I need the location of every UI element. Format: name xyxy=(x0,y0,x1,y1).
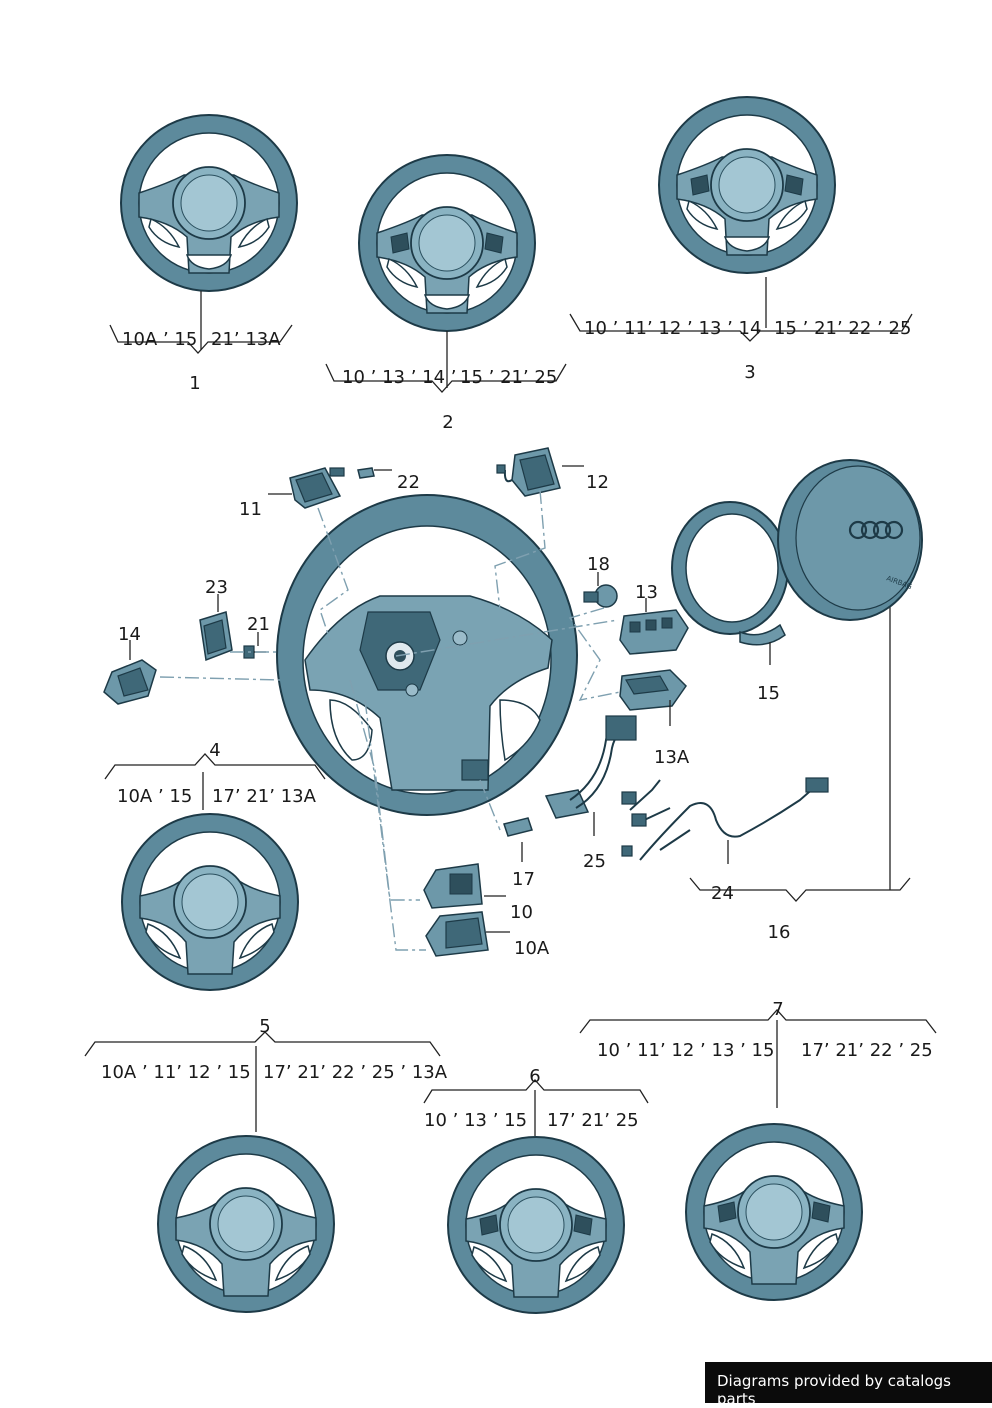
label-25: 25 xyxy=(583,851,606,872)
switch-10 xyxy=(423,863,483,909)
group-2-left: 10 ’ 13 ’ 14 ’ xyxy=(342,367,457,388)
airbag-module-16: AIRBAG xyxy=(777,459,923,621)
group-3-left: 10 ’ 11’ 12 ’ 13 ’ 14 xyxy=(584,318,761,339)
group-1-left: 10A ’ 15 xyxy=(122,329,197,350)
wheel-1 xyxy=(120,114,298,292)
group-7-number: 7 xyxy=(772,999,783,1020)
label-23: 23 xyxy=(205,577,228,598)
clip-23 xyxy=(199,611,233,662)
label-13A: 13A xyxy=(654,747,690,768)
label-12: 12 xyxy=(586,472,609,493)
cover-17 xyxy=(503,817,533,837)
assembly-lines xyxy=(159,489,621,951)
group-4-right: 17’ 21’ 13A xyxy=(212,786,317,807)
label-11: 11 xyxy=(239,499,262,520)
label-14: 14 xyxy=(118,624,141,645)
airbag-frame-15 xyxy=(671,501,789,665)
label-15: 15 xyxy=(757,683,780,704)
group-5-number: 5 xyxy=(259,1016,270,1037)
ribbon-25 xyxy=(544,715,637,819)
label-21: 21 xyxy=(247,614,270,635)
part-leaders xyxy=(129,465,671,933)
screw-22 xyxy=(357,467,392,479)
label-10: 10 xyxy=(510,902,533,923)
label-22: 22 xyxy=(397,472,420,493)
wheel-7 xyxy=(685,1123,863,1301)
label-17: 17 xyxy=(512,869,535,890)
group-6-left: 10 ’ 13 ’ 15 xyxy=(424,1110,527,1131)
group-4-left: 10A ’ 15 xyxy=(117,786,192,807)
four-rings-logo xyxy=(848,520,904,540)
group-16-number: 16 xyxy=(768,922,791,943)
wheel-5 xyxy=(157,1135,335,1313)
group-5-left: 10A ’ 11’ 12 ’ 15 xyxy=(101,1062,251,1083)
wheel-4 xyxy=(121,813,299,991)
group-3-right: 15 ’ 21’ 22 ’ 25 xyxy=(774,318,911,339)
label-13: 13 xyxy=(635,582,658,603)
label-10A: 10A xyxy=(514,938,550,959)
switch-11 xyxy=(289,467,345,509)
harness-24 xyxy=(621,777,829,864)
wheel-3 xyxy=(658,96,836,274)
group-7-right: 17’ 21’ 22 ’ 25 xyxy=(801,1040,933,1061)
switch-10A xyxy=(425,911,489,957)
group-1-number: 1 xyxy=(189,373,200,394)
group-brackets xyxy=(84,277,937,1136)
group-2-right: 15 ’ 21’ 25 xyxy=(460,367,557,388)
group-3-number: 3 xyxy=(744,362,755,383)
group-6-number: 6 xyxy=(529,1066,540,1087)
wheel-2 xyxy=(358,154,536,332)
footer-credit: Diagrams provided by catalogs parts xyxy=(705,1362,992,1408)
screw-18 xyxy=(583,584,618,608)
exploded-wheel xyxy=(276,494,578,816)
group-labels: 1 10A ’ 15 21’ 13A 2 10 ’ 13 ’ 14 ’ 15 ’… xyxy=(101,318,933,1131)
label-18: 18 xyxy=(587,554,610,575)
group-6-right: 17’ 21’ 25 xyxy=(547,1110,639,1131)
switch-13A xyxy=(619,669,687,711)
group-5-right: 17’ 21’ 22 ’ 25 ’ 13A xyxy=(263,1062,448,1083)
part-labels: 11 22 12 18 13 23 21 14 15 13A 17 25 10 … xyxy=(118,472,780,959)
group-2-number: 2 xyxy=(442,412,453,433)
switch-13 xyxy=(619,609,689,655)
group-7-left: 10 ’ 11’ 12 ’ 13 ’ 15 xyxy=(597,1040,774,1061)
switch-12 xyxy=(496,447,561,497)
group-4-number: 4 xyxy=(209,740,220,761)
wheel-6 xyxy=(447,1136,625,1314)
key-14 xyxy=(103,659,157,705)
group-1-right: 21’ 13A xyxy=(211,329,281,350)
group-16-sub: 24 xyxy=(711,883,734,904)
